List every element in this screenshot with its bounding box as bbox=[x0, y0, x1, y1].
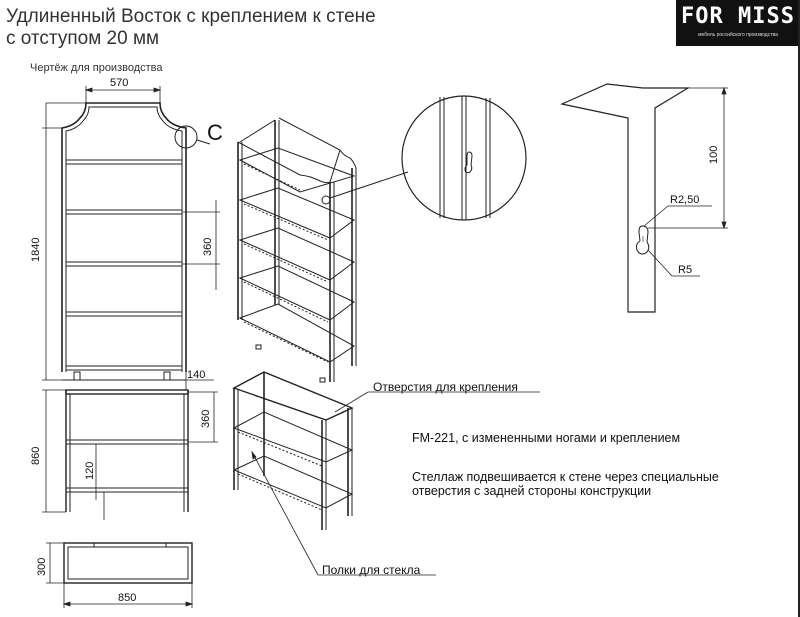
dim-text-r5: R5 bbox=[678, 264, 693, 276]
dim-text-r250: R2,50 bbox=[670, 194, 700, 206]
dim-r5-leader bbox=[647, 249, 700, 277]
dim-text-860: 860 bbox=[30, 446, 42, 465]
dim-850 bbox=[62, 583, 194, 608]
dim-120 bbox=[88, 444, 105, 520]
callout-glass-shelves bbox=[251, 450, 436, 576]
dim-text-140: 140 bbox=[187, 369, 206, 381]
dim-140 bbox=[160, 372, 214, 390]
dim-text-360-lower: 360 bbox=[200, 409, 212, 428]
dim-text-1840: 1840 bbox=[30, 237, 42, 262]
detail-circle bbox=[401, 95, 527, 221]
dim-r250-leader bbox=[643, 205, 712, 227]
callout-mounting-holes bbox=[334, 391, 540, 413]
dim-360-upper bbox=[182, 200, 220, 290]
detail-label-c: С bbox=[207, 120, 223, 145]
dim-100 bbox=[648, 86, 728, 230]
callout-mounting-holes-text: Отверстия для крепления bbox=[373, 380, 518, 394]
brand-logo: FOR MISS мебель российского производства bbox=[676, 0, 800, 46]
title-line-1: Удлиненный Восток с креплением к стене bbox=[6, 6, 376, 27]
drawing-title: Удлиненный Восток с креплением к стене с… bbox=[6, 6, 376, 50]
description-line-1: Стеллаж подвешивается к стене через спец… bbox=[412, 470, 719, 484]
dim-text-300: 300 bbox=[36, 557, 48, 576]
model-note: FM-221, с измененными ногами и крепление… bbox=[412, 431, 681, 445]
isometric-tall-shelf bbox=[237, 117, 409, 383]
title-line-2: с отступом 20 мм bbox=[6, 28, 160, 49]
description-note: Стеллаж подвешивается к стене через спец… bbox=[412, 470, 719, 498]
dim-text-100: 100 bbox=[708, 145, 720, 164]
dim-300 bbox=[46, 542, 64, 584]
dim-text-360-upper: 360 bbox=[202, 237, 214, 256]
dim-text-570: 570 bbox=[110, 77, 129, 89]
dim-1840 bbox=[42, 102, 86, 381]
brand-logo-text: FOR MISS bbox=[681, 4, 795, 29]
dim-text-120: 120 bbox=[84, 461, 96, 480]
dim-860 bbox=[42, 389, 66, 513]
dim-360-lower bbox=[188, 391, 218, 443]
isometric-low-shelf bbox=[232, 371, 354, 530]
dim-text-850: 850 bbox=[118, 592, 137, 604]
front-view-upper bbox=[61, 102, 211, 381]
description-line-2: отверстия с задней стороны конструкции bbox=[412, 484, 652, 498]
page-edge bbox=[798, 0, 800, 617]
front-view-lower bbox=[65, 389, 189, 512]
callout-glass-shelves-text: Полки для стекла bbox=[322, 563, 421, 577]
drawing-subtitle: Чертёж для производства bbox=[30, 62, 163, 74]
plan-view bbox=[63, 542, 193, 584]
brand-logo-tagline: мебель российского производства bbox=[698, 32, 778, 38]
hole-detail bbox=[560, 83, 691, 313]
dim-570 bbox=[84, 86, 162, 103]
